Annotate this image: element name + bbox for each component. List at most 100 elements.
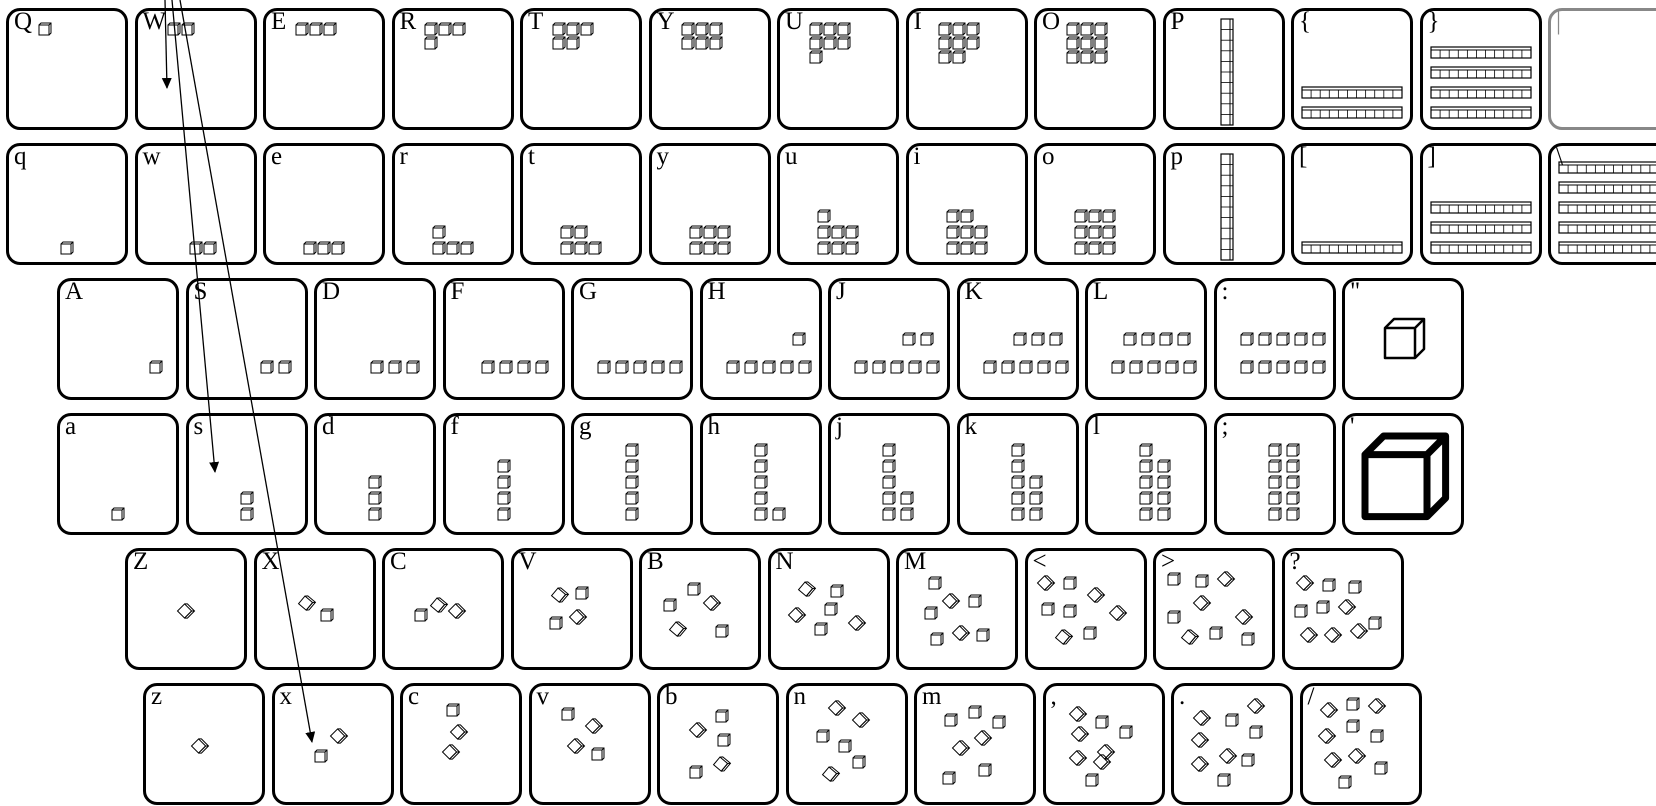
key-upper-q[interactable]: Q	[6, 8, 128, 130]
key-lbrace[interactable]: {	[1291, 8, 1413, 130]
key-upper-n[interactable]: N	[768, 548, 890, 670]
cube-glyph-icon	[146, 686, 268, 806]
key-upper-r[interactable]: R	[392, 8, 514, 130]
key-upper-p[interactable]: P	[1163, 8, 1285, 130]
key-label: x	[280, 684, 293, 709]
key-label: k	[965, 414, 978, 439]
cube-glyph-icon	[1345, 416, 1467, 538]
cube-glyph-icon	[1174, 686, 1296, 806]
key-upper-o[interactable]: O	[1034, 8, 1156, 130]
key-upper-h[interactable]: H	[700, 278, 822, 400]
key-upper-u[interactable]: U	[777, 8, 899, 130]
key-lt[interactable]: <	[1025, 548, 1147, 670]
key-period[interactable]: .	[1171, 683, 1293, 805]
key-lower-x[interactable]: x	[272, 683, 394, 805]
key-label: q	[14, 144, 27, 169]
key-label: i	[914, 144, 921, 169]
key-lower-g[interactable]: g	[571, 413, 693, 535]
key-lower-m[interactable]: m	[914, 683, 1036, 805]
cube-glyph-icon	[1037, 146, 1159, 268]
key-label: ;	[1222, 414, 1229, 439]
key-rbrace[interactable]: }	[1420, 8, 1542, 130]
key-lower-b[interactable]: b	[657, 683, 779, 805]
key-upper-m[interactable]: M	[896, 548, 1018, 670]
key-label: J	[836, 279, 846, 304]
key-lower-e[interactable]: e	[263, 143, 385, 265]
key-lower-d[interactable]: d	[314, 413, 436, 535]
cube-glyph-icon	[1303, 686, 1425, 806]
key-upper-g[interactable]: G	[571, 278, 693, 400]
key-lower-s[interactable]: s	[186, 413, 308, 535]
cube-glyph-icon	[831, 416, 953, 538]
key-lower-z[interactable]: z	[143, 683, 265, 805]
key-gt[interactable]: >	[1153, 548, 1275, 670]
key-upper-f[interactable]: F	[443, 278, 565, 400]
key-quote[interactable]: '	[1342, 413, 1464, 535]
key-lower-r[interactable]: r	[392, 143, 514, 265]
key-lower-t[interactable]: t	[520, 143, 642, 265]
key-label: N	[776, 549, 794, 574]
key-label: E	[271, 9, 286, 34]
key-lower-n[interactable]: n	[786, 683, 908, 805]
key-lbracket[interactable]: [	[1291, 143, 1413, 265]
key-label: j	[836, 414, 843, 439]
key-question[interactable]: ?	[1282, 548, 1404, 670]
key-lower-a[interactable]: a	[57, 413, 179, 535]
key-lower-w[interactable]: w	[135, 143, 257, 265]
key-upper-w[interactable]: W	[135, 8, 257, 130]
key-upper-a[interactable]: A	[57, 278, 179, 400]
key-slash[interactable]: /	[1300, 683, 1422, 805]
key-lower-v[interactable]: v	[529, 683, 651, 805]
key-lower-h[interactable]: h	[700, 413, 822, 535]
cube-glyph-icon	[909, 146, 1031, 268]
key-upper-l[interactable]: L	[1085, 278, 1207, 400]
key-lower-c[interactable]: c	[400, 683, 522, 805]
key-upper-s[interactable]: S	[186, 278, 308, 400]
key-lower-q[interactable]: q	[6, 143, 128, 265]
key-upper-y[interactable]: Y	[649, 8, 771, 130]
key-upper-k[interactable]: K	[957, 278, 1079, 400]
cube-glyph-icon	[395, 146, 517, 268]
key-upper-j[interactable]: J	[828, 278, 950, 400]
key-upper-x[interactable]: X	[254, 548, 376, 670]
key-label: S	[194, 279, 208, 304]
key-label: C	[390, 549, 407, 574]
key-label: |	[1556, 9, 1561, 34]
key-label: u	[785, 144, 798, 169]
key-lower-j[interactable]: j	[828, 413, 950, 535]
key-lower-i[interactable]: i	[906, 143, 1028, 265]
key-upper-z[interactable]: Z	[125, 548, 247, 670]
key-label: d	[322, 414, 335, 439]
key-lower-u[interactable]: u	[777, 143, 899, 265]
cube-glyph-icon	[1217, 416, 1339, 538]
key-pipe[interactable]: |	[1548, 8, 1656, 130]
cube-glyph-icon	[652, 146, 774, 268]
cube-glyph-icon	[1423, 146, 1545, 268]
key-label: c	[408, 684, 419, 709]
key-semicolon[interactable]: ;	[1214, 413, 1336, 535]
key-upper-v[interactable]: V	[511, 548, 633, 670]
key-lower-p[interactable]: p	[1163, 143, 1285, 265]
key-lower-o[interactable]: o	[1034, 143, 1156, 265]
key-upper-t[interactable]: T	[520, 8, 642, 130]
key-lower-k[interactable]: k	[957, 413, 1079, 535]
key-rbracket[interactable]: ]	[1420, 143, 1542, 265]
key-colon[interactable]: :	[1214, 278, 1336, 400]
key-lower-l[interactable]: l	[1085, 413, 1207, 535]
key-dquote[interactable]: "	[1342, 278, 1464, 400]
key-label: M	[904, 549, 926, 574]
key-label: P	[1171, 9, 1185, 34]
key-upper-d[interactable]: D	[314, 278, 436, 400]
key-label: n	[794, 684, 807, 709]
key-lower-f[interactable]: f	[443, 413, 565, 535]
key-upper-i[interactable]: I	[906, 8, 1028, 130]
key-lower-y[interactable]: y	[649, 143, 771, 265]
key-backslash[interactable]: \	[1548, 143, 1656, 265]
cube-glyph-icon	[9, 146, 131, 268]
key-upper-e[interactable]: E	[263, 8, 385, 130]
key-upper-b[interactable]: B	[639, 548, 761, 670]
cube-glyph-icon	[574, 416, 696, 538]
key-upper-c[interactable]: C	[382, 548, 504, 670]
key-label: v	[537, 684, 550, 709]
key-comma[interactable]: ,	[1043, 683, 1165, 805]
